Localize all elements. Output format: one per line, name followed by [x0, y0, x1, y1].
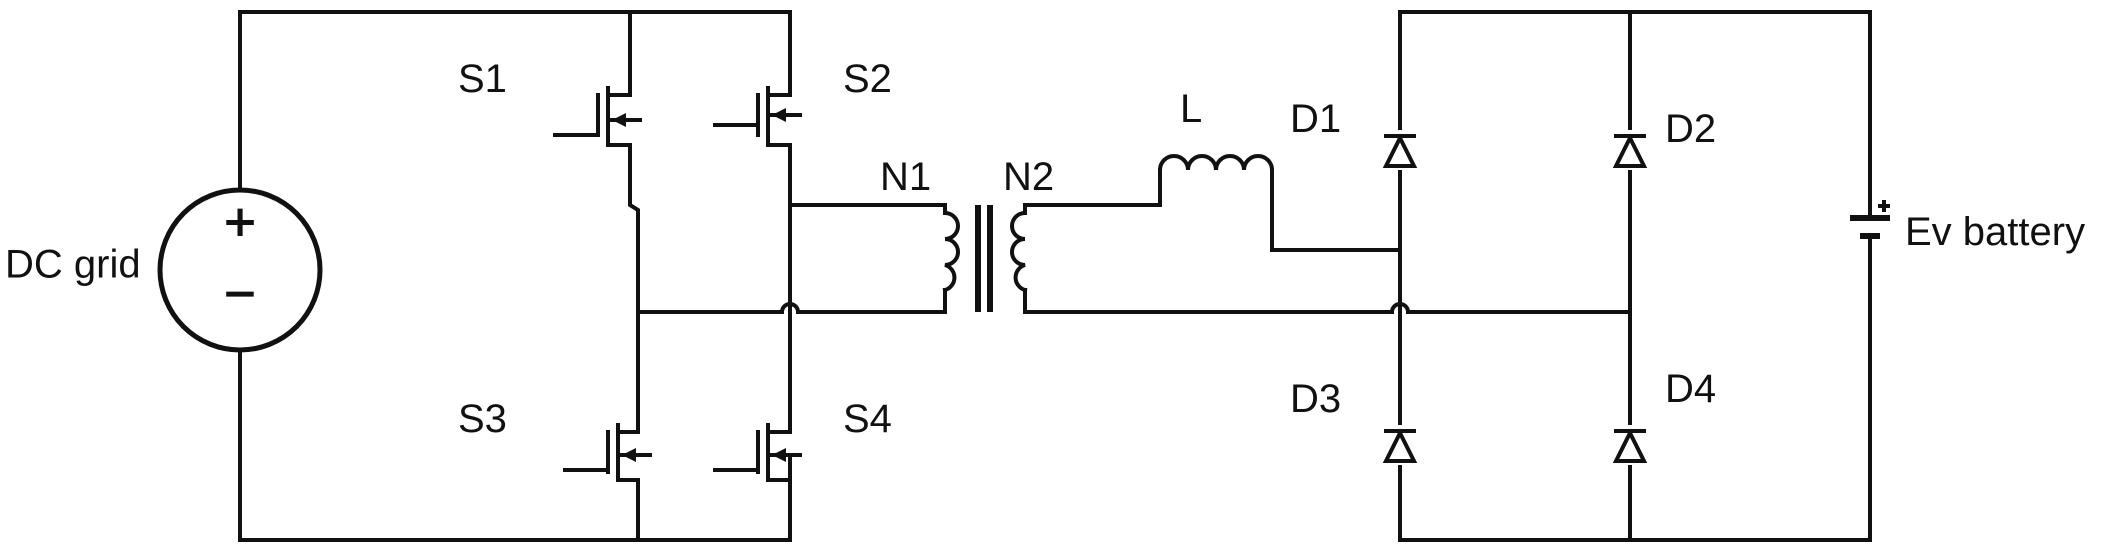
- secondary-winding-n2: [1010, 210, 1028, 293]
- switch-s2: [713, 86, 802, 147]
- source-loop-wire: [238, 10, 792, 542]
- label-s4: S4: [843, 397, 892, 441]
- d4-diode-icon: [1612, 428, 1648, 463]
- s3-arrow-icon: [622, 448, 636, 462]
- source-plus-sign: +: [222, 196, 259, 247]
- label-battery: Ev battery: [1905, 210, 2085, 254]
- label-s3: S3: [458, 397, 507, 441]
- switch-s3: [563, 423, 652, 482]
- n2-bottom-wire: [1023, 288, 1632, 314]
- battery-plus-icon: [1878, 200, 1890, 212]
- label-dc-grid: DC grid: [5, 243, 141, 287]
- rectifier-frame-wire: [1398, 10, 1872, 542]
- d1-diode-icon: [1382, 133, 1418, 168]
- primary-winding-n1: [942, 210, 960, 293]
- inductor-to-bridge-wire: [1270, 168, 1402, 252]
- switch-s1: [553, 86, 642, 147]
- label-d3: D3: [1290, 377, 1341, 421]
- source-minus-sign: −: [222, 268, 259, 319]
- d3-diode-icon: [1382, 428, 1418, 463]
- label-inductor: L: [1180, 87, 1202, 131]
- ev-battery: [1850, 200, 1890, 244]
- label-d4: D4: [1665, 367, 1716, 411]
- label-s2: S2: [843, 57, 892, 101]
- label-n1: N1: [880, 155, 931, 199]
- left-leg-wire: [628, 10, 640, 542]
- diode-d4: [1612, 425, 1648, 465]
- label-d2: D2: [1665, 107, 1716, 151]
- label-d1: D1: [1290, 97, 1341, 141]
- source-circle: [157, 187, 323, 353]
- s2-arrow-icon: [772, 108, 786, 122]
- label-s1: S1: [458, 57, 507, 101]
- primary-top-wire: [788, 203, 947, 215]
- transformer-core: [975, 205, 993, 312]
- label-n2: N2: [1003, 155, 1054, 199]
- primary-circuit: [238, 10, 947, 542]
- diode-d1: [1382, 130, 1418, 170]
- n2-top-wire: [1023, 168, 1162, 215]
- secondary-circuit: [1023, 10, 1872, 542]
- switch-s4: [713, 423, 802, 482]
- diode-d3: [1382, 425, 1418, 465]
- inductor-l: [1157, 154, 1275, 173]
- s1-arrow-icon: [612, 113, 626, 127]
- s4-arrow-icon: [772, 448, 786, 462]
- dc-grid-source: + −: [157, 187, 323, 353]
- d2-diode-icon: [1612, 133, 1648, 168]
- transformer: [942, 205, 1028, 312]
- diode-d2: [1612, 130, 1648, 170]
- primary-bottom-wire: [636, 288, 947, 314]
